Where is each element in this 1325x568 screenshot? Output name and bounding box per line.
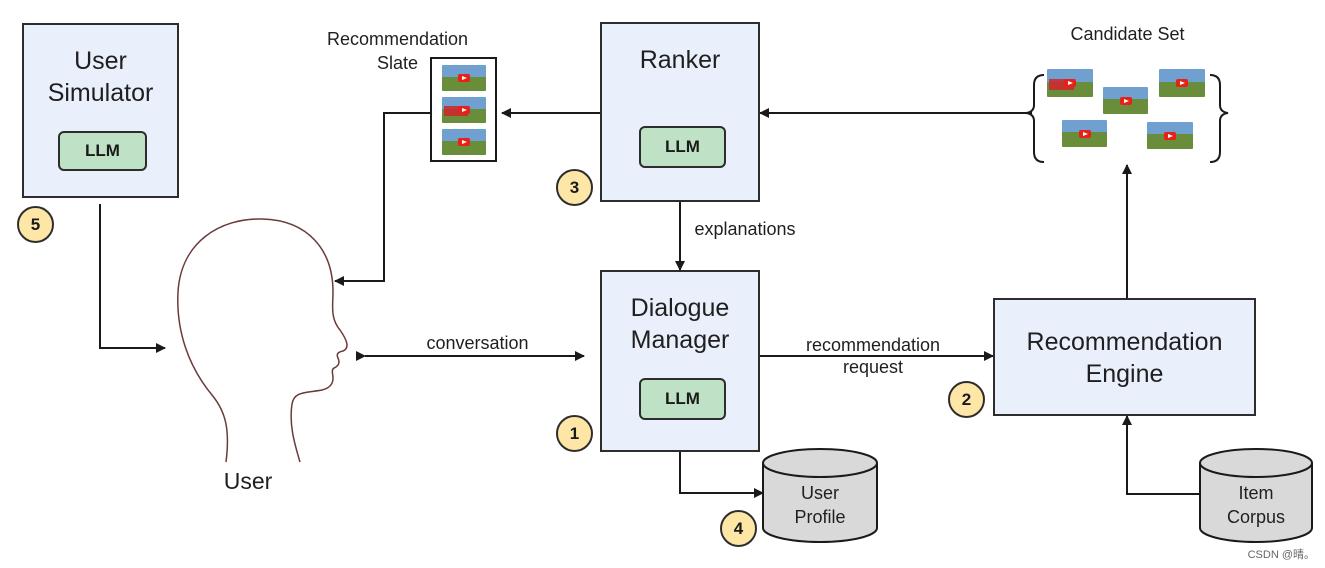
slate-thumbnail bbox=[442, 129, 486, 155]
step-badge-3: 3 bbox=[556, 169, 593, 206]
user-simulator-box: User Simulator LLM bbox=[22, 23, 179, 198]
slate-to-user-arrow bbox=[334, 112, 430, 286]
step-badge-2: 2 bbox=[948, 381, 985, 418]
conversation-label: conversation bbox=[426, 333, 529, 353]
candidate-thumbnail bbox=[1047, 69, 1093, 97]
ranker-llm: LLM bbox=[639, 126, 726, 168]
user-head-icon bbox=[177, 218, 348, 463]
user-simulator-llm: LLM bbox=[58, 131, 147, 171]
dialogue-manager-title: Dialogue Manager bbox=[630, 294, 730, 354]
simulator-to-user-arrow bbox=[99, 204, 166, 353]
slate-thumbnail bbox=[442, 65, 486, 91]
watermark: CSDN @晴。 bbox=[1247, 549, 1315, 561]
dialogue-profile-arrow bbox=[675, 443, 764, 498]
recommendation-engine-box: Recommendation Engine bbox=[993, 298, 1256, 416]
candidate-thumbnail bbox=[1062, 120, 1107, 147]
step-badge-5: 5 bbox=[17, 206, 54, 243]
item-corpus-database-icon bbox=[1199, 448, 1313, 543]
recommendation-slate bbox=[430, 57, 497, 162]
corpus-to-engine-arrow bbox=[1122, 415, 1200, 495]
candidate-thumbnail bbox=[1159, 69, 1205, 97]
user-simulator-title: User Simulator bbox=[47, 47, 154, 107]
recommendation-request-label: recommendation request bbox=[805, 335, 941, 377]
candidate-thumbnail bbox=[1147, 122, 1193, 149]
recommendation-slate-label: Recommendation Slate bbox=[326, 29, 469, 73]
candidate-thumbnail bbox=[1103, 87, 1148, 114]
user-profile-database-icon bbox=[762, 448, 878, 543]
recommendation-engine-title: Recommendation Engine bbox=[1026, 328, 1223, 388]
ranker-box: Ranker LLM bbox=[600, 22, 760, 202]
explanations-label: explanations bbox=[694, 219, 796, 239]
ranker-title: Ranker bbox=[639, 46, 721, 74]
candidate-brace-right bbox=[1209, 74, 1229, 163]
candidate-brace-left bbox=[1025, 74, 1045, 163]
user-profile-label: User Profile bbox=[794, 483, 846, 527]
slate-thumbnail bbox=[442, 97, 486, 123]
item-corpus-label: Item Corpus bbox=[1226, 483, 1286, 527]
candidate-set-label: Candidate Set bbox=[1070, 24, 1185, 44]
dialogue-manager-llm: LLM bbox=[639, 378, 726, 420]
step-badge-1: 1 bbox=[556, 415, 593, 452]
dialogue-manager-box: Dialogue Manager LLM bbox=[600, 270, 760, 452]
step-badge-4: 4 bbox=[720, 510, 757, 547]
user-label: User bbox=[223, 468, 273, 494]
